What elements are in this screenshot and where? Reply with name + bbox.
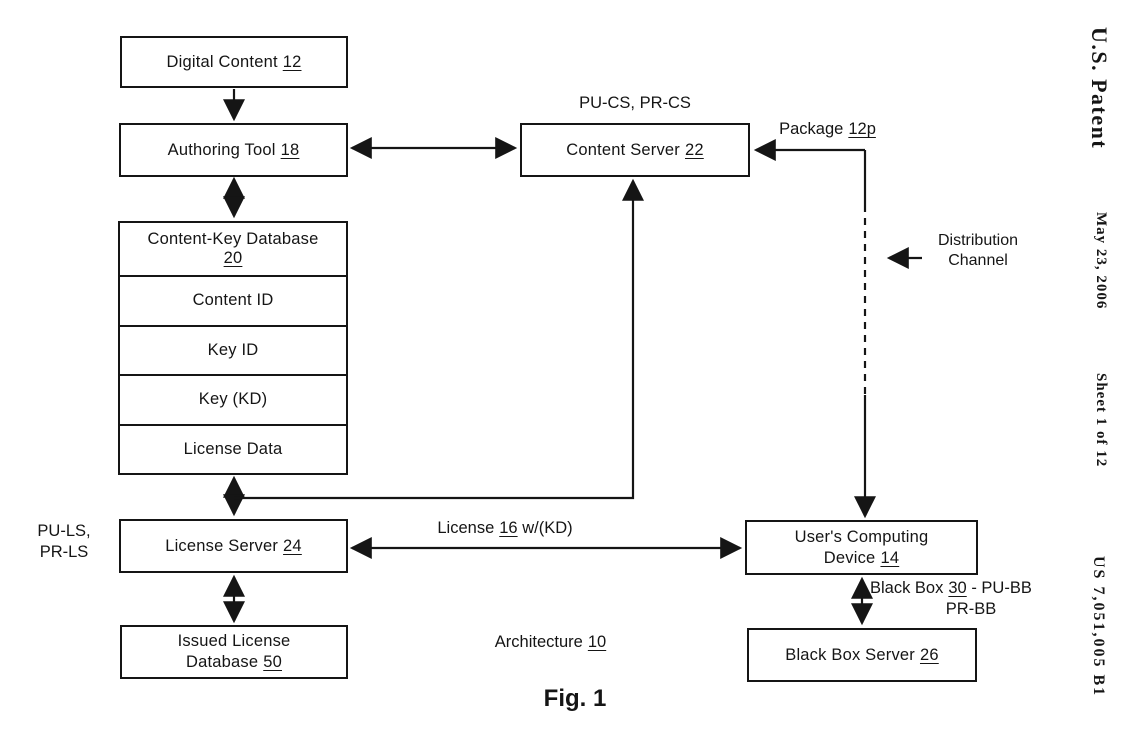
black-box-server-ref: 26	[919, 645, 939, 664]
content-key-database-header: Content-Key Database 20	[120, 223, 346, 275]
package-label-text: Package	[779, 120, 844, 138]
authoring-tool-label: Authoring Tool	[167, 140, 276, 159]
architecture-label-text: Architecture	[494, 633, 583, 651]
figure-caption: Fig. 1	[543, 685, 607, 712]
margin-sheet-number: Sheet 1 of 12	[1093, 373, 1109, 468]
black-box-ref: 30	[948, 579, 967, 597]
license-keys-line1: PU-LS,	[37, 522, 91, 540]
issued-license-db-line2: Database	[186, 653, 259, 671]
license-server-keys-label: PU-LS, PR-LS	[22, 521, 106, 562]
license-server-ref: 24	[283, 536, 302, 555]
content-key-database-label: Content-Key Database	[147, 230, 319, 249]
black-box-label-text: Black Box	[870, 579, 944, 597]
margin-date: May 23, 2006	[1093, 212, 1109, 310]
black-box-suffix: - PU-BB	[971, 579, 1032, 597]
users-device-line1: User's Computing	[794, 527, 929, 546]
distribution-line1: Distribution	[937, 232, 1019, 249]
black-box-server-label: Black Box Server	[785, 645, 915, 664]
db-row-license-data: License Data	[120, 423, 346, 474]
content-key-database-ref: 20	[223, 249, 243, 267]
digital-content-ref: 12	[282, 52, 302, 71]
digital-content-label: Digital Content	[166, 52, 278, 71]
distribution-channel-label: Distribution Channel	[912, 231, 1044, 271]
package-ref: 12p	[848, 120, 876, 138]
db-row-key-kd: Key (KD)	[120, 374, 346, 424]
license-ref: 16	[499, 519, 518, 537]
authoring-tool-ref: 18	[280, 140, 300, 159]
db-row-key-id: Key ID	[120, 324, 346, 375]
margin-patent-number: US 7,051,005 B1	[1090, 556, 1107, 698]
distribution-line2: Channel	[948, 252, 1008, 269]
issued-license-db-ref: 50	[263, 653, 282, 671]
content-server-ref: 22	[685, 140, 704, 159]
license-label-text: License	[437, 519, 495, 537]
users-device-ref: 14	[880, 548, 900, 567]
black-box-line2: PR-BB	[945, 599, 997, 618]
architecture-ref: 10	[587, 633, 607, 651]
content-server-keys-label: PU-CS, PR-CS	[579, 94, 691, 112]
db-row-content-id: Content ID	[120, 275, 346, 325]
license-keys-line2: PR-LS	[39, 542, 89, 561]
content-server-label: Content Server	[566, 140, 680, 159]
margin-patent-title: U.S. Patent	[1087, 27, 1112, 150]
content-server-box: Content Server 22	[520, 123, 750, 177]
license-suffix: w/(KD)	[522, 519, 573, 537]
license-server-label: License Server	[165, 536, 279, 555]
issued-license-db-line1: Issued License	[177, 632, 291, 651]
content-key-database-box: Content-Key Database 20 Content ID Key I…	[118, 221, 348, 475]
users-device-line2: Device	[823, 548, 876, 567]
